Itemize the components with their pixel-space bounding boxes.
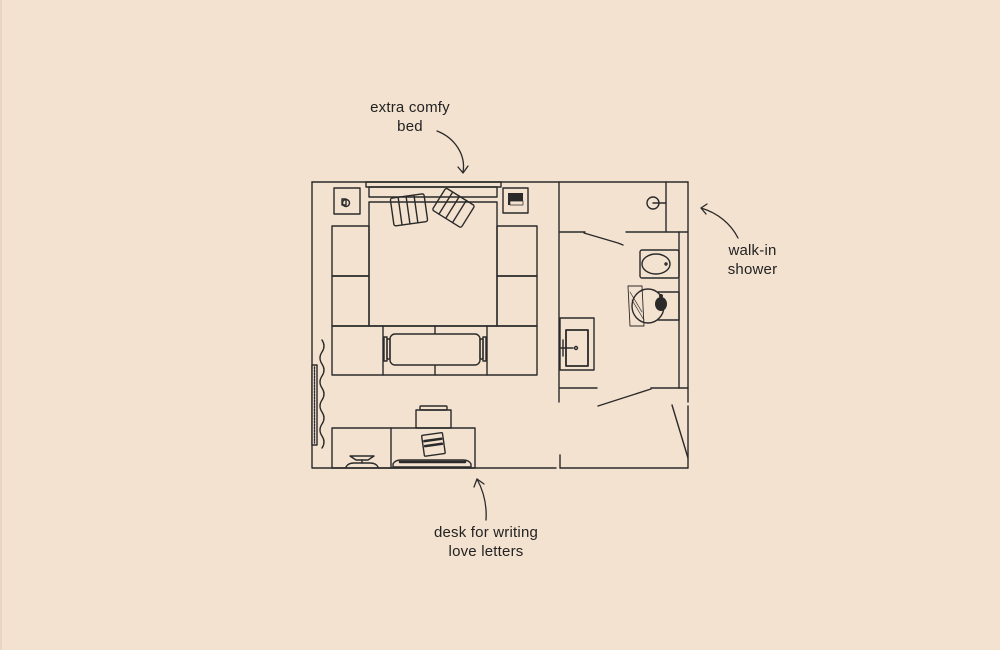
bathroom-door bbox=[597, 388, 652, 407]
annotation-shower-line1: walk-in bbox=[728, 242, 777, 259]
bathroom bbox=[559, 181, 689, 459]
window-curtain bbox=[319, 339, 325, 449]
desk bbox=[331, 405, 476, 469]
shower-head bbox=[646, 196, 667, 210]
sink-vanity bbox=[559, 317, 598, 389]
annotation-desk: desk for writing love letters bbox=[416, 523, 556, 561]
laptop bbox=[420, 432, 446, 457]
headboard bbox=[365, 181, 502, 188]
arrow-desk bbox=[473, 478, 487, 521]
plant-decoration bbox=[627, 285, 667, 327]
radiator bbox=[311, 364, 318, 446]
annotation-bed-line2: bed bbox=[397, 118, 423, 135]
entry-door bbox=[671, 404, 689, 459]
pillow-left bbox=[389, 193, 429, 227]
arrow-bed bbox=[436, 130, 469, 174]
bed bbox=[368, 186, 498, 327]
left-edge-shadow bbox=[0, 0, 2, 650]
annotation-desk-line1: desk for writing bbox=[433, 524, 539, 541]
nightstand-right bbox=[502, 187, 529, 214]
annotation-shower: walk-in shower bbox=[710, 241, 795, 279]
bench bbox=[383, 333, 487, 366]
annotation-desk-line2: love letters bbox=[448, 543, 524, 560]
toilet bbox=[639, 249, 680, 279]
annotation-bed: extra comfy bed bbox=[355, 98, 465, 136]
nightstand-left bbox=[333, 187, 361, 215]
arrow-shower bbox=[700, 203, 739, 239]
annotation-shower-line2: shower bbox=[727, 261, 778, 278]
annotation-bed-line1: extra comfy bbox=[370, 99, 450, 116]
shower-door bbox=[583, 232, 624, 246]
pillow-right bbox=[432, 187, 475, 228]
